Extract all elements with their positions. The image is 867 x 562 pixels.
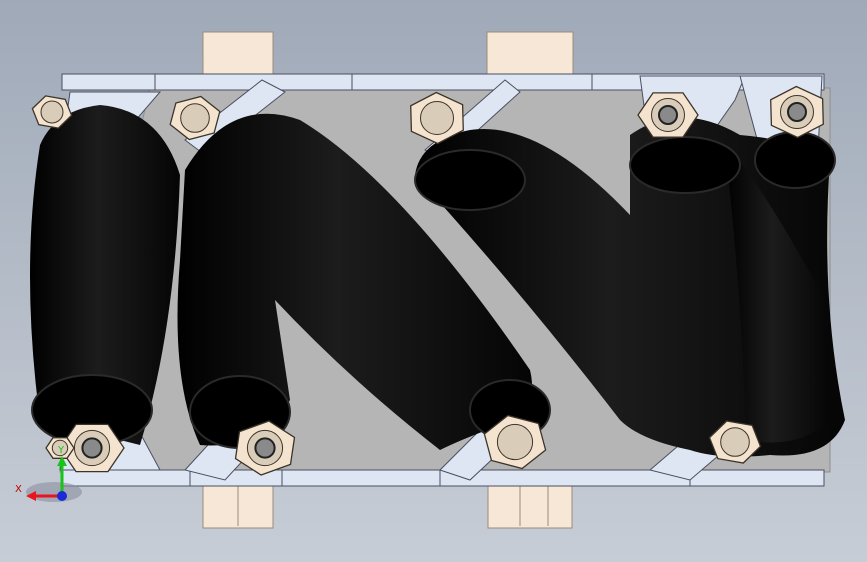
y-axis-arrowhead [57, 456, 67, 466]
roller-2 [177, 113, 532, 450]
coordinate-triad [26, 456, 82, 502]
roller-1 [30, 105, 180, 445]
hex-nut-face [496, 423, 534, 461]
frame-plates [61, 73, 825, 487]
hex-nut-face [51, 439, 69, 457]
hex-nuts [31, 85, 824, 476]
x-axis-label: X [15, 484, 22, 495]
x-axis-arrowhead [26, 491, 36, 501]
hex-nut-face [720, 427, 750, 457]
y-axis-label: Y [58, 445, 65, 456]
hex-nut-bore [658, 105, 678, 125]
hex-nut-bore [254, 437, 276, 459]
hex-nut-bore [787, 102, 807, 122]
hex-nut-face [420, 101, 454, 135]
rubber-rollers [30, 105, 845, 457]
hex-nut-face [180, 103, 210, 133]
z-axis-dot [57, 491, 67, 501]
hex-nut-bore [81, 437, 103, 459]
roller-4 [725, 145, 830, 443]
hex-nut-face [40, 100, 64, 124]
